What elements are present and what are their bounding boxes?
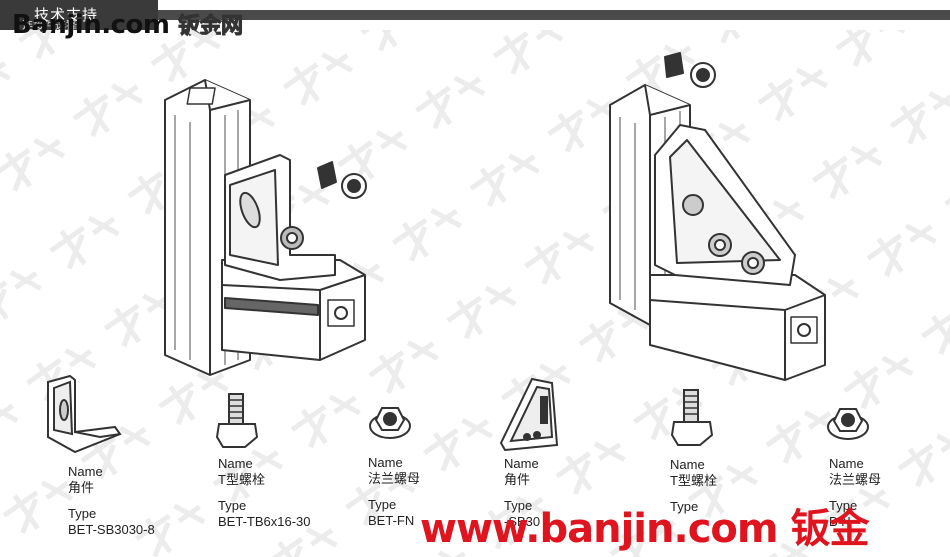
footer-brand-watermark: www.banjin.com 钣金 [420,506,869,552]
part-label-3: Name 法兰螺母 Type BET-FN [368,455,420,529]
left-assembly-illustration [164,79,367,376]
part-label-2: Name T型螺栓 Type BET-TB6x16-30 [218,456,311,530]
part-type: B N- [829,514,855,529]
t-bolt-icon [215,393,259,448]
type-label: Type [68,506,97,521]
part-name: 法兰螺母 [368,471,421,486]
part-name: 角件 [504,472,531,487]
right-assembly-illustration [609,52,826,381]
part-type: -SB30 [504,514,541,529]
name-label: Name [504,456,539,471]
type-label: Type [368,497,397,512]
header-rule [150,10,950,20]
part-name: 角件 [68,480,95,495]
part-name: T型螺栓 [670,473,717,488]
tab-title: 技术支持 [34,7,99,24]
triangle-bracket-icon [499,377,559,452]
type-label: Type [504,498,533,513]
part-type: BET-SB3030-8 [68,522,155,537]
part-label-6: Name 法兰螺母 Type B N- [829,456,881,530]
part-type: BET-TB6x16-30 [218,514,311,529]
name-label: Name [670,457,705,472]
name-label: Name [218,456,253,471]
part-name: T型螺栓 [218,472,265,487]
part-label-1: Name 角件 Type BET-SB3030-8 [68,464,155,538]
corner-bracket-icon [47,374,122,454]
name-label: Name [368,455,403,470]
header-bar: 技术支持 连接件选择 Banjin.com 钣金网 [0,0,950,40]
type-label: Type [829,498,858,513]
header-tab: 技术支持 连接件选择 [0,0,158,32]
part-label-5: Name T型螺栓 Type [670,457,717,515]
part-label-4: Name 角件 Type -SB30 [504,456,540,530]
part-name: 法兰螺母 [829,472,882,487]
type-label: Type [670,499,699,514]
t-bolt-icon-2 [670,389,714,446]
name-label: Name [68,464,103,479]
name-label: Name [829,456,864,471]
tab-subtitle: 连接件选择 [22,20,77,32]
type-label: Type [218,498,247,513]
part-type: BET-FN [368,513,415,528]
flange-nut-icon [369,407,411,439]
flange-nut-icon-2 [827,408,869,440]
